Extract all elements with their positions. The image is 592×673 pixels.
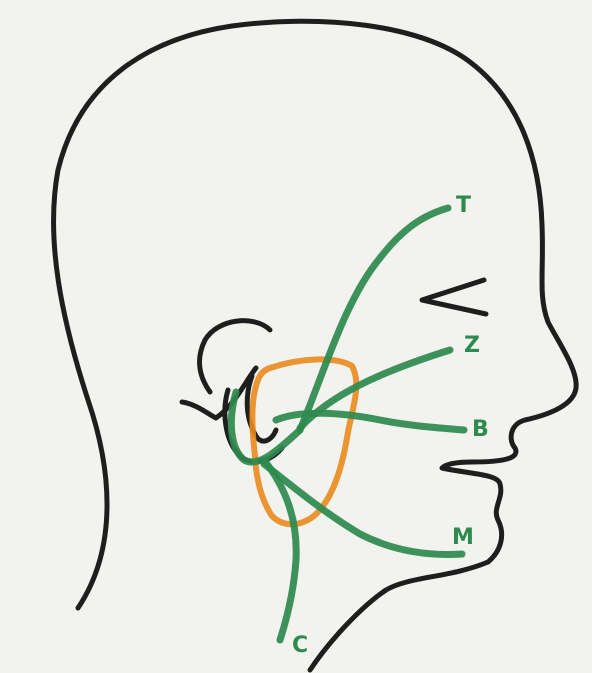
nerve-trunk bbox=[231, 392, 300, 462]
label-mandibular: M bbox=[452, 525, 474, 550]
chin-neck-outline bbox=[310, 562, 488, 670]
label-temporal: T bbox=[456, 193, 471, 218]
eye-outline bbox=[422, 280, 486, 314]
label-cervical: C bbox=[292, 633, 308, 658]
label-zygomatic: Z bbox=[464, 333, 480, 358]
label-buccal: B bbox=[472, 417, 489, 442]
temporal-branch bbox=[300, 208, 448, 430]
